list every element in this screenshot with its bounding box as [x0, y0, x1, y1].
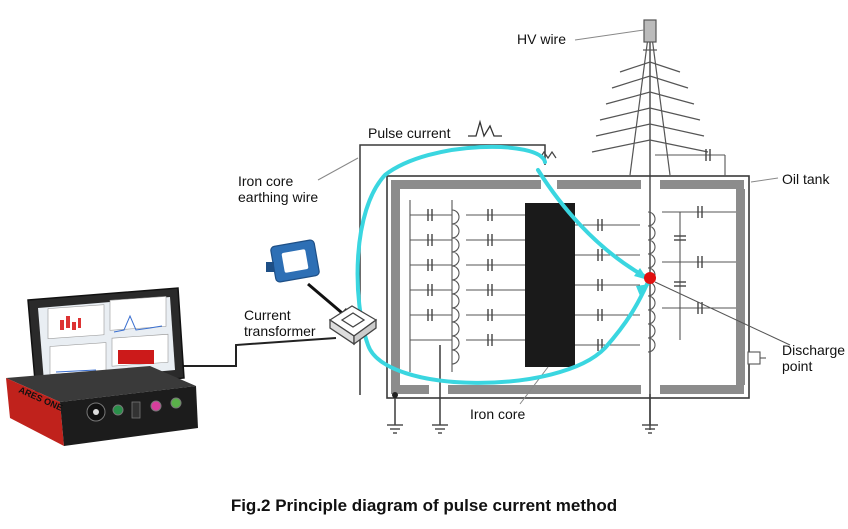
left-winding-network — [409, 200, 525, 372]
earthing-resistor — [539, 150, 557, 160]
pulse-current-path — [355, 144, 650, 385]
discharge-point-leader — [654, 281, 791, 346]
iron-core-earthing-wire-label-line2: earthing wire — [238, 189, 318, 205]
current-transformer-label-line2: transformer — [244, 323, 316, 339]
pulse-waveform-icon — [468, 119, 502, 138]
capacitor-icon — [597, 149, 711, 351]
pulse-arrowhead — [636, 284, 650, 296]
capacitor-icon — [427, 209, 493, 346]
oil-tank — [386, 175, 750, 399]
discharge-point-marker — [644, 272, 656, 284]
pulse-current-label: Pulse current — [368, 125, 451, 141]
figure-caption: Fig.2 Principle diagram of pulse current… — [231, 496, 617, 515]
ct-sensor-on-wire — [328, 305, 378, 346]
ground-junction — [392, 392, 398, 398]
current-transformer-label-line1: Current — [244, 307, 291, 323]
hv-wire-label: HV wire — [517, 31, 566, 47]
oil-tank-label: Oil tank — [782, 171, 830, 187]
oil-tank-leader — [750, 177, 779, 183]
pd-detector-device-icon — [6, 287, 198, 446]
earthing-wires — [359, 144, 651, 425]
ground-symbol-icon — [387, 424, 658, 434]
pulse-current-path-inner — [536, 168, 646, 278]
iron-core-label: Iron core — [470, 406, 525, 422]
tank-fitting — [747, 351, 766, 365]
iron-core — [525, 203, 575, 367]
hv-wire-leader — [574, 29, 645, 41]
discharge-point-label-line1: Discharge — [782, 342, 845, 358]
winding-coil-icon — [451, 209, 460, 365]
iron-core-leader — [519, 366, 549, 405]
earthing-wire-leader — [317, 157, 359, 181]
discharge-point-label-line2: point — [782, 358, 812, 374]
iron-core-earthing-wire-label-line1: Iron core — [238, 173, 293, 189]
current-transformer-clamp-icon — [266, 239, 320, 283]
signal-cable — [176, 337, 337, 367]
